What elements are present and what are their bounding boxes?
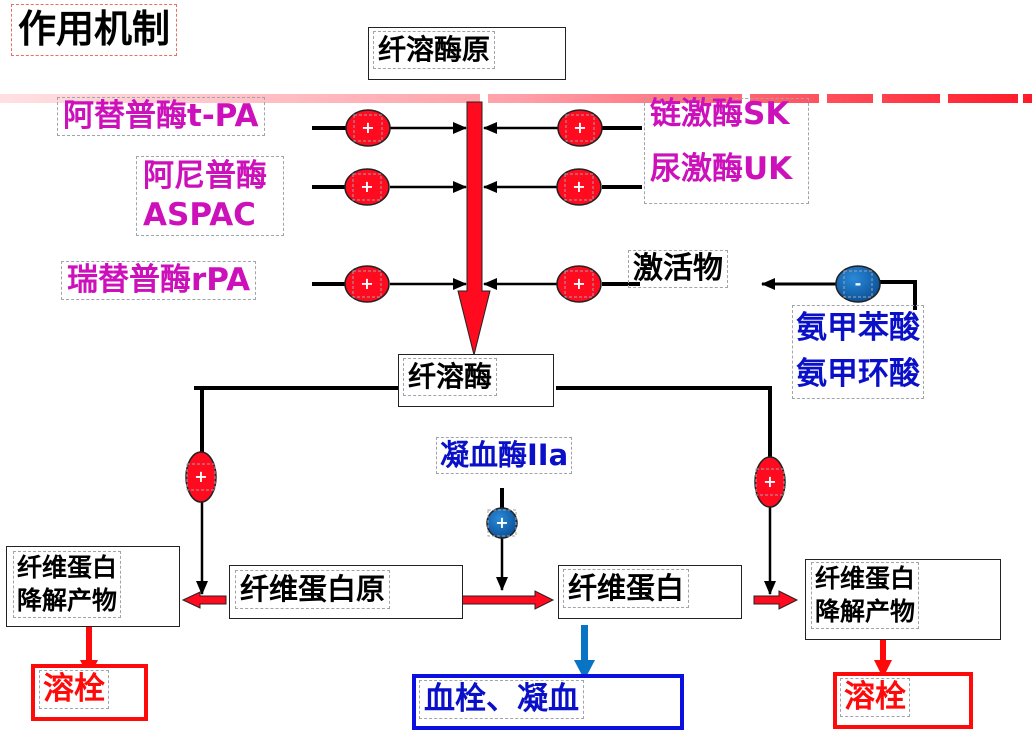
node-fdp-left-label: 纤维蛋白 降解产物	[13, 551, 122, 618]
plus-sign: +	[361, 118, 374, 137]
drug-alteplase: 阿替普酶t-PA	[57, 97, 265, 137]
node-plasmin: 纤溶酶	[398, 354, 554, 407]
activate-badge-urokinase: +	[556, 168, 602, 206]
activate-badge-plasmin-left: +	[185, 451, 217, 503]
plasmin-branch-lines	[194, 386, 772, 460]
inhibitor-aminomethylbenzoic-acid: 氨甲苯酸	[796, 310, 920, 346]
inhibitor-tranexamic-acid: 氨甲环酸	[796, 355, 920, 392]
conversion-arrow	[457, 101, 491, 356]
node-plasminogen-label: 纤溶酶原	[373, 31, 496, 69]
activate-badge-shape	[556, 168, 602, 206]
activate-badge-shape	[344, 168, 390, 206]
activate-badge-shape	[345, 109, 391, 147]
minus-sign: -	[855, 274, 862, 293]
inhibit-badge-antifibrinolytic: -	[835, 265, 881, 303]
arrow-to-lysis-right	[874, 634, 892, 678]
activate-badge-shape	[557, 109, 603, 147]
activate-badge-plasmin-right: +	[754, 456, 786, 508]
fdp-left-line2: 降解产物	[17, 585, 118, 615]
node-fibrinogen: 纤维蛋白原	[229, 565, 463, 619]
activate-badge-alteplase: +	[345, 109, 391, 147]
left-activator-arrows	[312, 126, 346, 286]
fdp-right-line2: 降解产物	[815, 596, 916, 626]
node-fibrin: 纤维蛋白	[558, 565, 742, 619]
activate-badge-shape	[556, 265, 602, 303]
plus-sign: +	[360, 177, 373, 196]
drug-streptokinase-urokinase: 链激酶SK 尿激酶UK	[644, 96, 809, 204]
node-fdp-left: 纤维蛋白 降解产物	[6, 546, 180, 627]
outcome-lysis-left-label: 溶栓	[39, 670, 109, 710]
inhibitor-drugs: 氨甲苯酸 氨甲环酸	[792, 305, 924, 399]
arrow-fibrinogen-to-fibrin	[459, 590, 555, 610]
activate-badge-shape	[344, 265, 390, 303]
activate-badge-anistreplase: +	[344, 168, 390, 206]
node-activator: 激活物	[628, 250, 728, 288]
drug-anistreplase: 阿尼普酶 ASPAC	[136, 156, 284, 236]
fdp-right-line1: 纤维蛋白	[815, 564, 916, 593]
activate-badge-thrombin: +	[486, 507, 518, 539]
plus-sign: +	[194, 467, 207, 486]
activate-badge-shape	[486, 507, 518, 539]
inhibitor-line	[761, 278, 917, 310]
node-plasminogen: 纤溶酶原	[368, 27, 566, 80]
activate-badge-activator: +	[556, 265, 602, 303]
plus-sign: +	[572, 274, 585, 293]
node-fdp-right-label: 纤维蛋白 降解产物	[811, 562, 920, 629]
plus-sign: +	[360, 274, 373, 293]
arrow-fibrinogen-to-fdp	[181, 591, 227, 609]
node-plasmin-label: 纤溶酶	[403, 358, 498, 396]
node-thrombin: 凝血酶IIa	[436, 437, 573, 474]
plus-sign: +	[573, 118, 586, 137]
outcome-lysis-left: 溶栓	[31, 664, 148, 721]
outcome-lysis-right: 溶栓	[833, 672, 973, 729]
arrow-fibrin-to-fdp	[753, 590, 799, 610]
drug-streptokinase: 链激酶SK	[650, 96, 790, 132]
activate-badge-streptokinase: +	[557, 109, 603, 147]
drug-urokinase: 尿激酶UK	[650, 150, 793, 187]
outcome-lysis-right-label: 溶栓	[840, 678, 910, 718]
plus-sign: +	[495, 513, 508, 532]
plus-sign: +	[763, 472, 776, 491]
drug-anistreplase-abbr: ASPAC	[143, 196, 256, 233]
plus-sign: +	[572, 177, 585, 196]
arrow-to-thrombosis	[574, 625, 595, 680]
outcome-thrombosis: 血栓、凝血	[412, 674, 684, 730]
node-fibrin-label: 纤维蛋白	[563, 569, 690, 608]
drug-reteplase: 瑞替普酶rPA	[61, 261, 257, 301]
outcome-thrombosis-label: 血栓、凝血	[419, 680, 584, 720]
node-fibrinogen-label: 纤维蛋白原	[235, 570, 391, 609]
page-title: 作用机制	[11, 4, 178, 56]
node-fdp-right: 纤维蛋白 降解产物	[805, 559, 1001, 640]
inhibit-badge-shape	[835, 265, 881, 303]
drug-anistreplase-name: 阿尼普酶	[143, 158, 267, 194]
activate-badge-reteplase: +	[344, 265, 390, 303]
fdp-left-line1: 纤维蛋白	[17, 553, 118, 582]
